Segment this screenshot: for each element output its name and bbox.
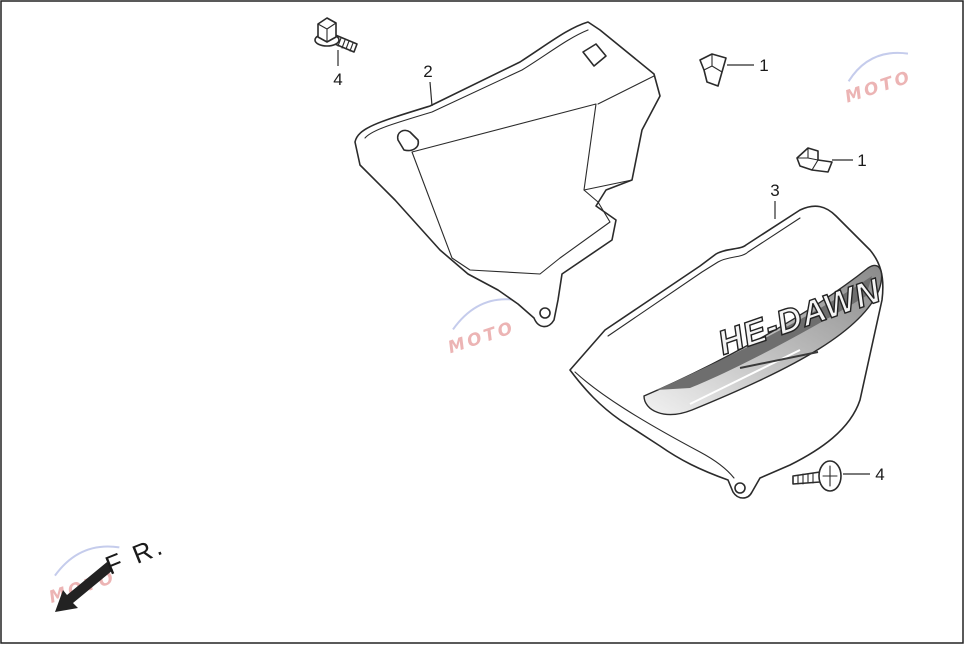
inner-cover-outline: [354, 21, 661, 328]
inner-cover-side-wall: [583, 75, 655, 191]
leader-line: [429, 81, 433, 107]
watermark-top-right: MOTO: [843, 51, 915, 108]
screw-shank: [792, 471, 821, 485]
clip-body: [699, 53, 727, 87]
outer-cover-lower-edge: [574, 371, 735, 479]
screw-cross-slot: [822, 465, 838, 487]
clip-second: [796, 147, 833, 173]
inner-cover-window: [411, 103, 611, 275]
callout-label: 1: [759, 56, 768, 75]
inner-side-cover: [354, 21, 661, 328]
screw-threads: [797, 472, 814, 485]
outer-cover-upper-edge: [607, 217, 801, 337]
callout-label: 1: [857, 151, 866, 170]
clip-top: [699, 53, 727, 87]
callout-label: 3: [770, 181, 779, 200]
clip-edges: [796, 147, 819, 171]
outer-cover-stripe-accent: [739, 351, 819, 369]
outer-side-cover: HE-DAWN: [569, 205, 887, 499]
callout-label: 2: [423, 62, 432, 81]
clip-body: [796, 147, 833, 173]
watermark-swoosh: [452, 298, 518, 330]
outer-cover-outline: [569, 205, 884, 499]
bolt-head-facets: [317, 22, 337, 43]
inner-cover-mount-hole: [539, 307, 551, 319]
watermark-center: MOTO: [446, 298, 518, 358]
clip-edges: [703, 53, 723, 73]
inner-cover-top-lug: [582, 43, 607, 67]
front-direction-label: F R.: [101, 530, 169, 581]
inner-cover-side-lug: [396, 129, 420, 152]
callout-label: 4: [875, 465, 884, 484]
watermark-swoosh: [54, 545, 120, 577]
watermark-swoosh: [847, 51, 909, 82]
bolt-top: [314, 17, 358, 53]
outer-cover-mount-hole: [734, 482, 746, 494]
front-direction-arrow-icon: [55, 562, 113, 612]
inner-cover-flange-edge: [364, 29, 589, 139]
screw-right: [792, 460, 842, 492]
callout-label: 4: [333, 70, 342, 89]
